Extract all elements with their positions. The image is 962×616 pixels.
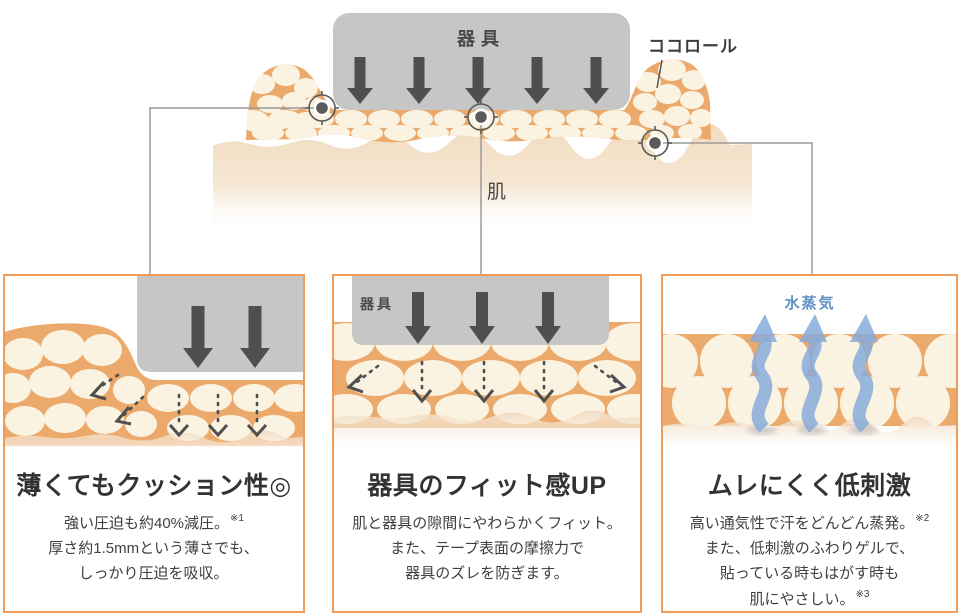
feature-panel-cushion: 薄くてもクッション性◎ 強い圧迫も約40%減圧。※1 厚さ約1.5mmという薄さ…	[3, 274, 305, 613]
cushion-illustration	[5, 276, 303, 456]
feature-panel-fit: 器具 器具のフィット感UP 肌と器	[332, 274, 642, 613]
pressure-arrows	[183, 306, 270, 368]
panel-body: 強い圧迫も約40%減圧。※1 厚さ約1.5mmという薄さでも、 しっかり圧迫を吸…	[5, 511, 303, 587]
panel-body: 高い通気性で汗をどんどん蒸発。※2 また、低刺激のふわりゲルで、 貼っている時も…	[663, 511, 956, 612]
device-block	[137, 276, 303, 372]
product-label: ココロール	[648, 37, 738, 56]
vapor-label: 水蒸気	[784, 294, 835, 312]
body-line: 強い圧迫も約40%減圧。	[64, 515, 230, 532]
tape-bubbles	[246, 59, 711, 141]
device-label: 器具	[359, 296, 394, 312]
device-block: 器具	[333, 13, 630, 110]
connector-lines	[149, 107, 813, 274]
device-label: 器具	[456, 29, 505, 49]
body-line: 高い通気性で汗をどんどん蒸発。	[689, 515, 915, 532]
body-line: 貼っている時もはがす時も	[719, 565, 900, 583]
panel-text: 薄くてもクッション性◎ 強い圧迫も約40%減圧。※1 厚さ約1.5mmという薄さ…	[5, 456, 303, 587]
skin-layer	[213, 123, 752, 236]
breathability-illustration: 水蒸気	[663, 294, 956, 456]
body-line: 肌と器具の隙間にやわらかくフィット。	[352, 515, 622, 532]
pressure-arrows	[347, 57, 609, 104]
skin-label: 肌	[487, 182, 508, 203]
body-line: 器具のズレを防ぎます。	[405, 565, 569, 583]
panel-body: 肌と器具の隙間にやわらかくフィット。 また、テープ表面の摩擦力で 器具のズレを防…	[334, 511, 640, 587]
panel-title: 器具のフィット感UP	[367, 472, 607, 500]
tape-bubbles	[5, 330, 303, 441]
body-line: しっかり圧迫を吸収。	[78, 565, 229, 583]
fit-illustration: 器具	[334, 276, 640, 456]
panel-text: 器具のフィット感UP 肌と器具の隙間にやわらかくフィット。 また、テープ表面の摩…	[334, 456, 640, 587]
panel-text: ムレにくく低刺激 高い通気性で汗をどんどん蒸発。※2 また、低刺激のふわりゲルで…	[663, 456, 956, 612]
vapor-arrows	[749, 314, 878, 433]
panel-title: ムレにくく低刺激	[707, 472, 912, 500]
footnote-ref: ※3	[855, 588, 870, 600]
tape-layer	[246, 59, 711, 143]
pressure-arrows	[405, 292, 561, 344]
dispersion-arrows	[346, 360, 627, 404]
product-callout: ココロール	[648, 37, 738, 89]
body-line: 肌にやさしい。	[749, 590, 855, 608]
main-cross-section-diagram: 器具 ココロール 肌	[149, 13, 813, 274]
body-line: 厚さ約1.5mmという薄さでも、	[48, 540, 259, 558]
feature-panel-breathable: 水蒸気 ムレにくく低刺激 高い通気性で汗をどんどん蒸発。※2 また、低刺激のふわ…	[661, 274, 958, 613]
body-line: また、テープ表面の摩擦力で	[389, 540, 585, 558]
footnote-ref: ※2	[915, 513, 930, 524]
footnote-ref: ※1	[230, 513, 244, 524]
body-line: また、低刺激のふわりゲルで、	[704, 540, 915, 558]
dispersion-arrows	[89, 373, 268, 438]
panel-title: 薄くてもクッション性◎	[16, 472, 292, 500]
